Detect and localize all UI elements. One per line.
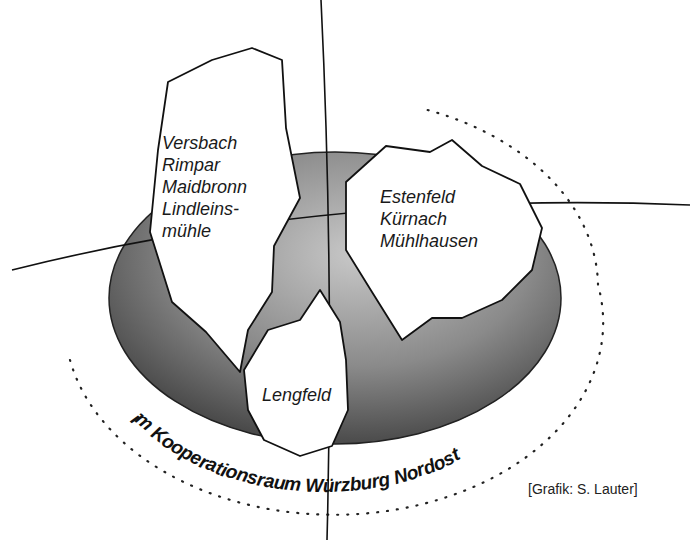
dotted-boundary — [70, 108, 603, 515]
place-name: Estenfeld — [380, 186, 455, 208]
caption-letter: W — [305, 475, 323, 497]
place-name: Lengfeld — [262, 384, 331, 406]
place-name: Kürnach — [380, 208, 447, 230]
place-name: Versbach — [162, 132, 237, 154]
place-name: Maidbronn — [162, 176, 247, 198]
credit-note: [Grafik: S. Lauter] — [528, 481, 638, 497]
place-name: Lindleins- mühle — [162, 198, 252, 242]
text-group: VersbachRimparMaidbronnLindleins- mühle — [162, 132, 282, 242]
village-area: EstenfeldKürnachMühlhausen — [346, 140, 542, 340]
vertical-line — [321, 0, 329, 540]
area-outline — [244, 290, 348, 456]
text-group: EstenfeldKürnachMühlhausen — [380, 186, 520, 252]
caption-letter: ü — [322, 475, 334, 497]
place-name: Rimpar — [162, 154, 220, 176]
village-area: Lengfeld — [244, 290, 348, 456]
text-group: Lengfeld — [262, 384, 352, 406]
place-name: Mühlhausen — [380, 230, 478, 252]
caption-letter: m — [283, 473, 302, 496]
village-area: VersbachRimparMaidbronnLindleins- mühle — [150, 48, 300, 372]
